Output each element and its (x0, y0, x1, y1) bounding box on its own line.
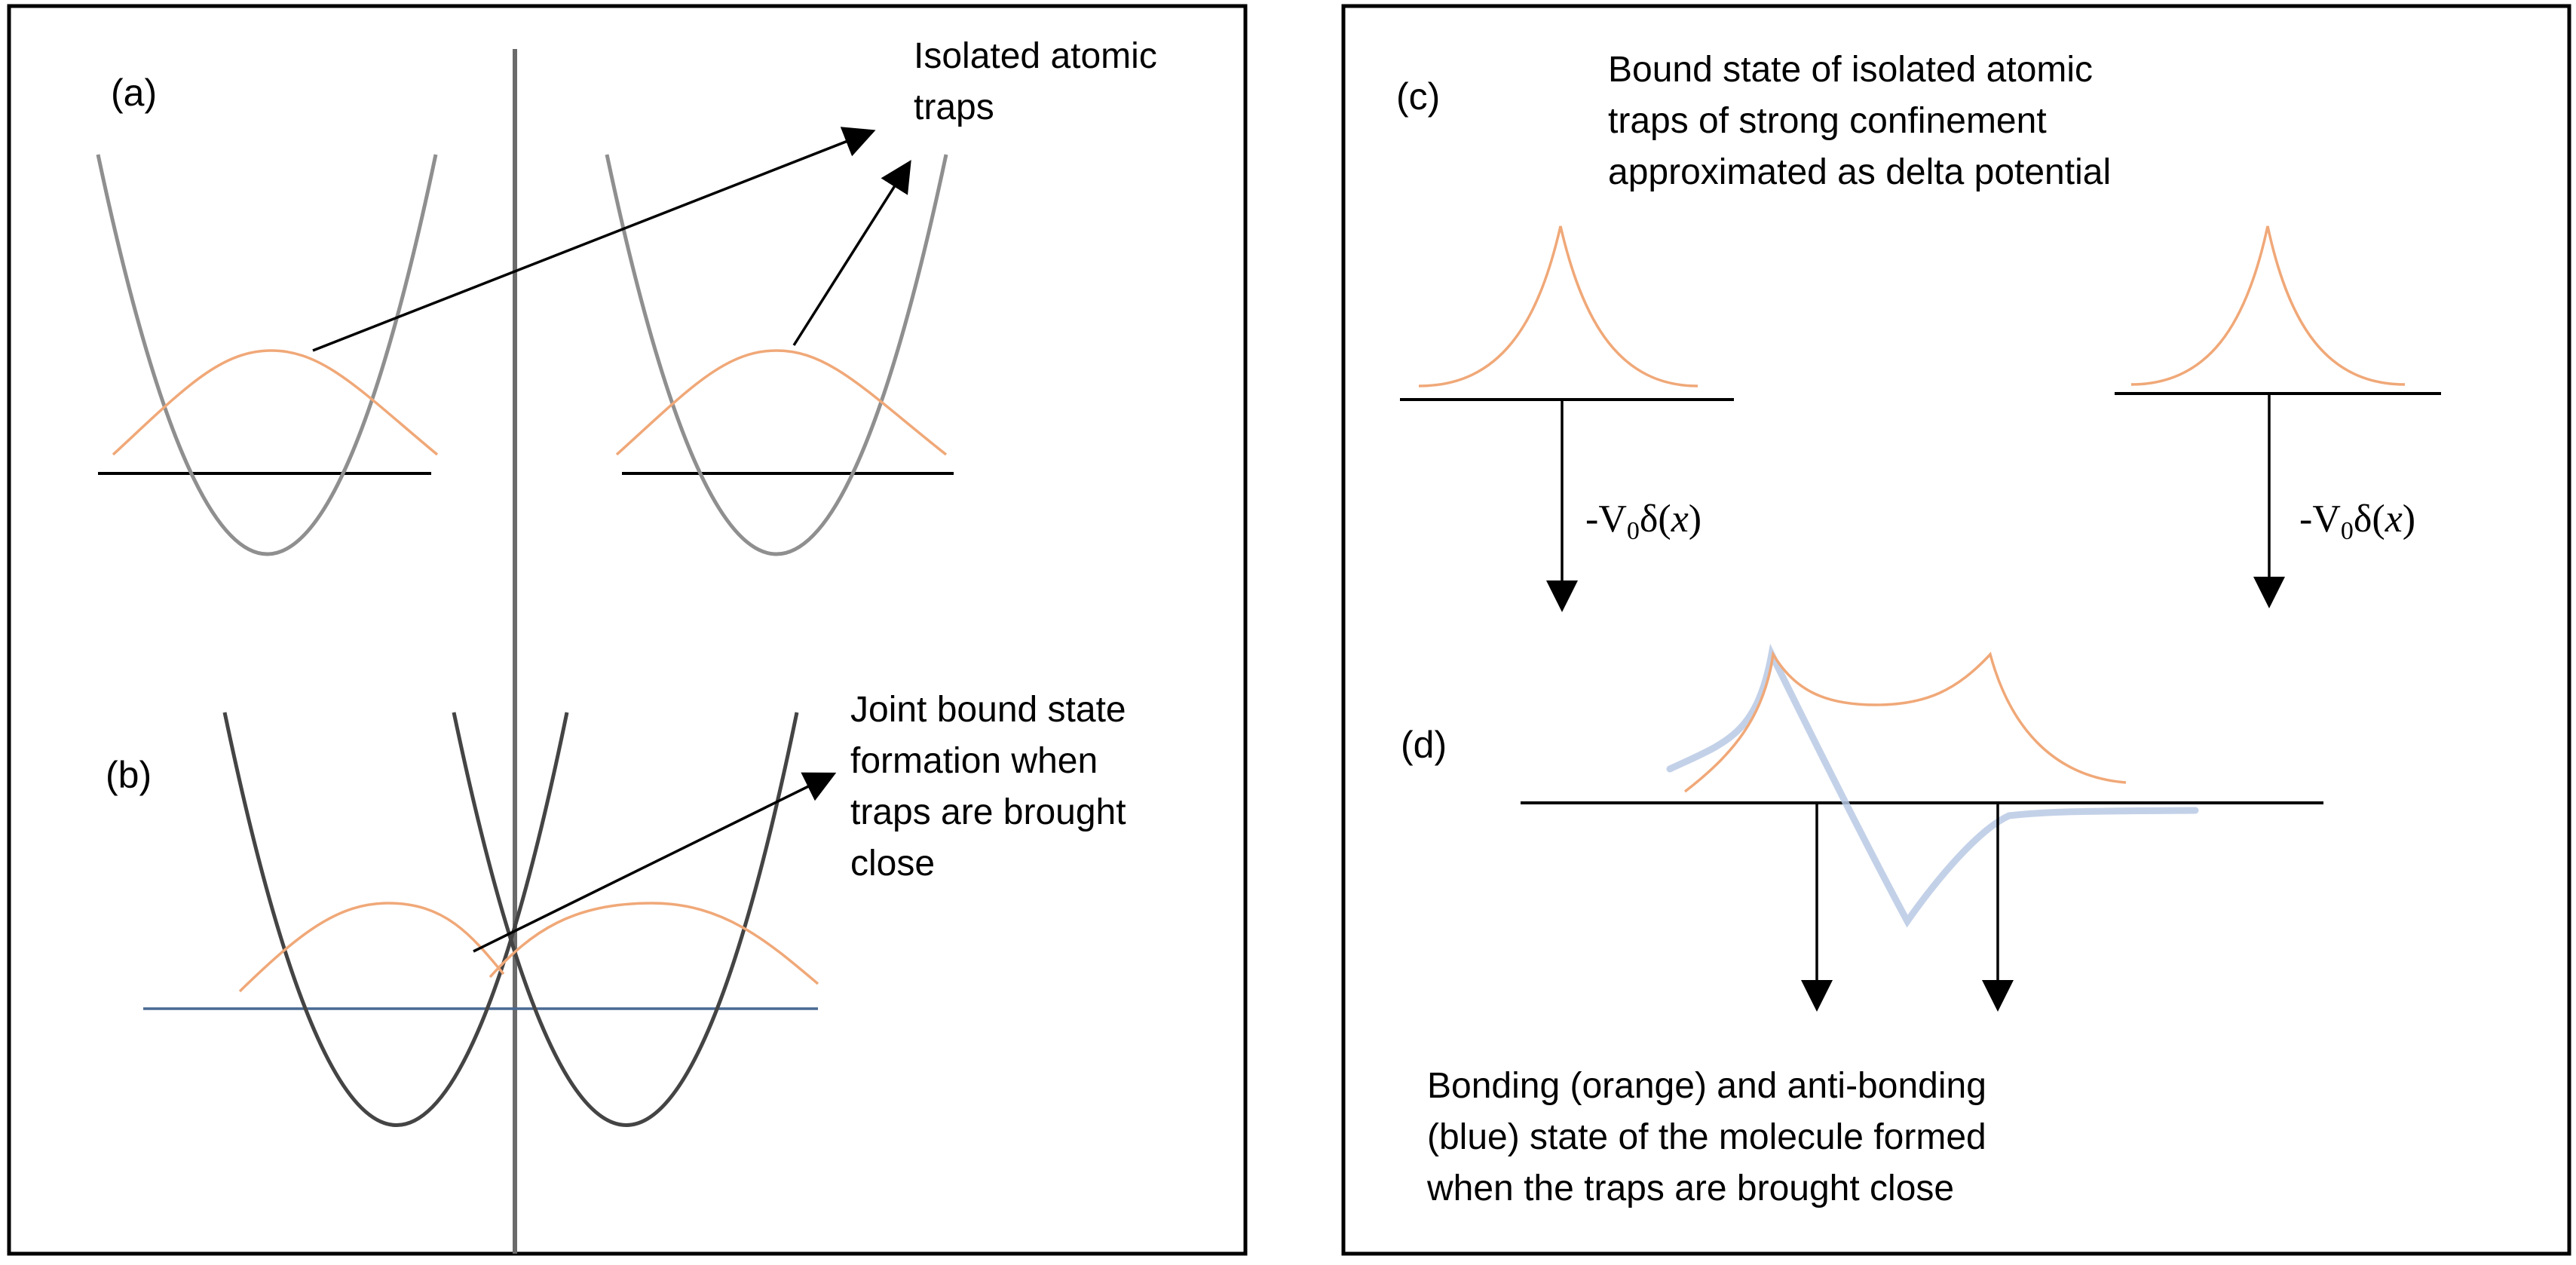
delta-left-subscript: 0 (1627, 517, 1640, 545)
panel-c-label: (c) (1396, 75, 1440, 118)
delta-left-prefix: -V (1585, 498, 1627, 541)
delta-left-variable: x (1671, 498, 1689, 541)
panel-b-label: (b) (106, 754, 152, 796)
panel-b-left-harmonic-trap (222, 712, 569, 1127)
molecule-states-line-2: (blue) state of the molecule formed (1427, 1117, 1986, 1157)
panel-a-right-harmonic-trap (605, 154, 948, 556)
panel-c-right-delta-label: -V0δ(x) (2299, 498, 2415, 545)
isolated-traps-line-2: traps (914, 87, 994, 127)
panel-b-right-harmonic-trap (452, 712, 799, 1127)
panel-a-arrow-right-to-label (792, 160, 911, 346)
delta-description-line-1: Bound state of isolated atomic (1608, 50, 2093, 90)
delta-left-close: ) (1689, 498, 1702, 541)
joint-bound-state-line-4: close (850, 844, 935, 884)
panel-a-left-bound-state-wave (112, 349, 439, 456)
delta-right-prefix: -V (2299, 498, 2341, 541)
molecule-states-line-1: Bonding (orange) and anti-bonding (1427, 1066, 1986, 1106)
panel-c-left-cusp-state (1418, 225, 1698, 387)
joint-bound-state-line-3: traps are brought (850, 792, 1126, 832)
panel-d-antibonding-state-wave (1666, 643, 2199, 928)
joint-bound-state-line-2: formation when (850, 741, 1098, 781)
delta-right-symbol: δ( (2354, 498, 2385, 541)
panel-d-label: (d) (1401, 724, 1447, 766)
panel-b-arrow-to-label (473, 772, 837, 953)
delta-right-variable: x (2385, 498, 2403, 541)
panel-d-bonding-state-wave (1683, 650, 2127, 793)
delta-potential-description: Bound state of isolated atomic traps of … (1608, 50, 2111, 192)
delta-right-subscript: 0 (2341, 517, 2354, 545)
panel-a-arrow-left-to-label (312, 127, 876, 352)
right-panel-frame (1341, 4, 2571, 1256)
panel-a-right-bound-state-wave (615, 349, 948, 456)
delta-description-line-2: traps of strong confinement (1608, 101, 2047, 141)
molecule-states-line-3: when the traps are brought close (1426, 1169, 1954, 1208)
delta-right-close: ) (2403, 498, 2415, 541)
panel-c-left-delta-label: -V0δ(x) (1585, 498, 1702, 545)
isolated-traps-annotation: Isolated atomic traps (914, 36, 1167, 127)
delta-description-line-3: approximated as delta potential (1608, 152, 2111, 192)
panel-b-left-bound-state-wave (238, 902, 505, 993)
molecule-states-annotation: Bonding (orange) and anti-bonding (blue)… (1426, 1066, 1996, 1208)
panel-a-label: (a) (111, 72, 157, 114)
panel-c-right-cusp-state (2130, 225, 2406, 386)
left-panel-frame (7, 4, 1248, 1256)
isolated-traps-line-1: Isolated atomic (914, 36, 1157, 76)
panel-a-left-harmonic-trap (96, 154, 438, 556)
panel-b-right-bound-state-wave (489, 902, 819, 985)
joint-bound-state-annotation: Joint bound state formation when traps a… (850, 690, 1136, 884)
joint-bound-state-line-1: Joint bound state (850, 690, 1126, 730)
delta-left-symbol: δ( (1640, 498, 1671, 541)
